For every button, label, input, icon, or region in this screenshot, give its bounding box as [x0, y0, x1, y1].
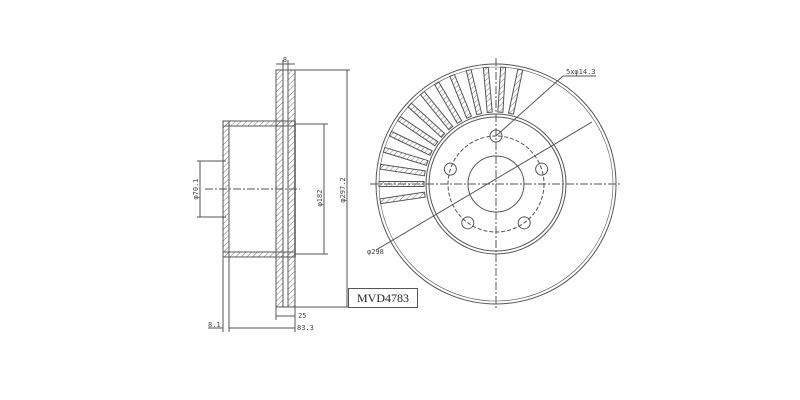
cooling-vane — [388, 130, 433, 156]
bolt-hole — [461, 216, 475, 230]
dim-hat-wall: 8.1 — [208, 321, 221, 329]
dim-outer-side: φ297.2 — [339, 177, 347, 202]
cooling-vane — [482, 66, 493, 114]
side-section-view — [197, 60, 350, 332]
cooling-vane — [507, 68, 524, 115]
dim-bore: φ70.1 — [192, 178, 200, 199]
front-view — [370, 58, 622, 310]
dim-outer-front: φ298 — [367, 248, 384, 256]
cooling-vane — [449, 73, 473, 119]
cooling-vane — [382, 146, 429, 166]
cooling-vane — [379, 191, 426, 205]
cooling-vane — [433, 81, 463, 124]
bolt-hole — [443, 162, 457, 176]
part-number-label: MVD4783 — [348, 288, 418, 308]
dim-hat: φ182 — [316, 190, 324, 207]
dim-thickness: 25 — [298, 312, 306, 320]
cooling-vane — [396, 115, 439, 147]
cooling-vane — [465, 69, 483, 116]
cooling-vane — [497, 66, 507, 113]
dim-bolt-holes: 5xφ14.3 — [566, 68, 596, 76]
bolt-hole — [535, 162, 549, 176]
bolt-hole — [517, 216, 531, 230]
bolt-hole — [489, 129, 503, 143]
dim-height: 83.3 — [297, 324, 314, 332]
cooling-vane — [378, 180, 425, 188]
cooling-vane — [379, 163, 426, 177]
cooling-vane — [419, 90, 454, 131]
cooling-vane — [407, 102, 446, 138]
dim-vane-gap: 8 — [283, 56, 287, 64]
